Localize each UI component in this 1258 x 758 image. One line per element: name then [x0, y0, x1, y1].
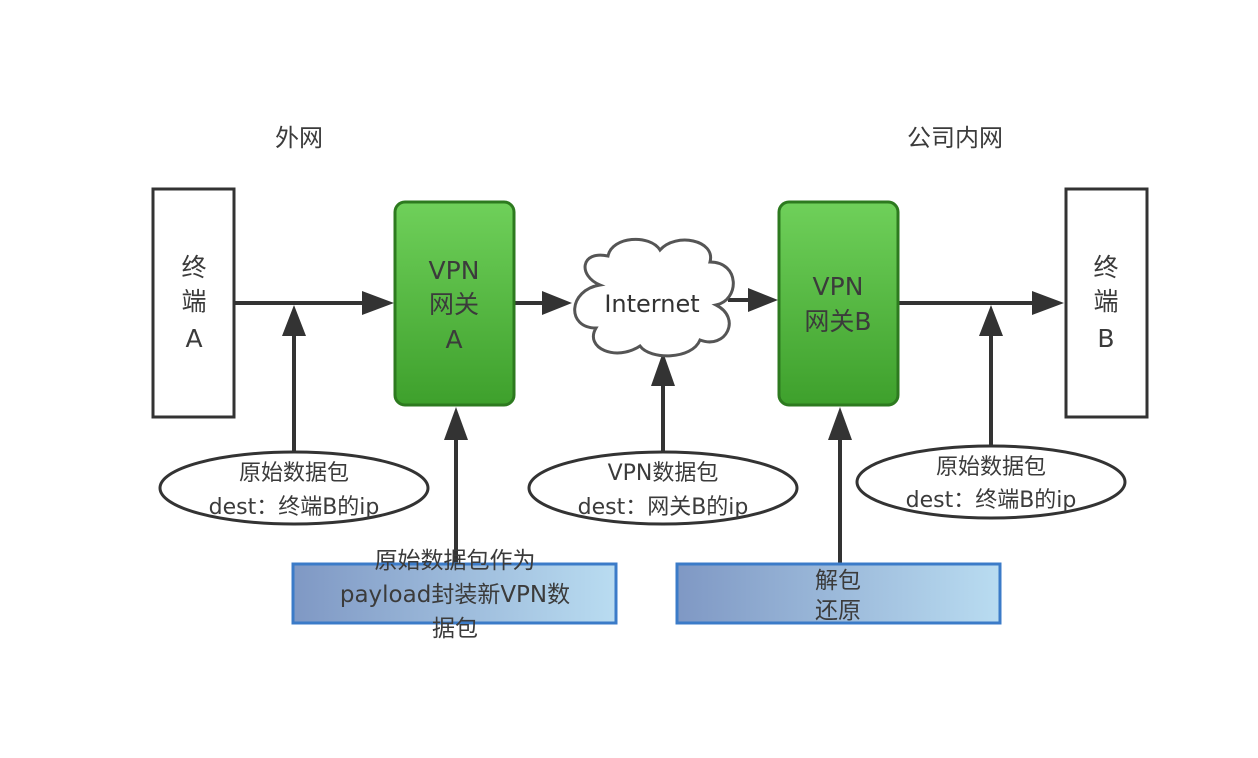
outer-network-label: 外网: [275, 124, 323, 152]
packet-vpn-dest: dest：网关B的ip: [578, 495, 749, 520]
gateway-b-line-2: 网关B: [804, 307, 871, 336]
packet-vpn-title: VPN数据包: [608, 461, 719, 486]
vpn-gateway-b: VPN 网关B: [777, 200, 900, 407]
inner-network-label: 公司内网: [907, 124, 1003, 152]
terminal-a-line-2: 端: [181, 287, 206, 316]
note-encapsulate-line-2: payload封装新VPN数: [340, 582, 570, 608]
cloud-icon: [573, 237, 735, 358]
packet-original-left: 原始数据包 dest：终端B的ip: [158, 450, 430, 526]
gateway-a-line-1: VPN: [429, 256, 480, 285]
packet-original-left-dest: dest：终端B的ip: [209, 495, 380, 520]
pointer-original-right-head: [979, 305, 1003, 336]
packet-original-right-title: 原始数据包: [936, 455, 1046, 480]
terminal-b-line-2: 端: [1093, 287, 1118, 316]
gateway-a-line-2: 网关: [429, 290, 479, 319]
gateway-b-line-1: VPN: [813, 272, 864, 301]
arrowhead-terminal-b: [1032, 291, 1064, 315]
packet-original-left-title: 原始数据包: [239, 461, 349, 486]
terminal-a: 终 端 A: [151, 187, 236, 419]
arrowhead-gateway-a: [362, 291, 394, 315]
internet-label: Internet: [604, 290, 699, 318]
note-decapsulate: 解包 还原: [675, 562, 1002, 625]
arrowhead-gateway-b: [748, 288, 778, 312]
pointer-encapsulate-head: [444, 407, 468, 440]
terminal-a-line-3: A: [185, 324, 202, 353]
terminal-a-line-1: 终: [181, 253, 206, 282]
gateway-a-line-3: A: [445, 325, 462, 354]
vpn-gateway-a: VPN 网关 A: [393, 200, 516, 407]
note-encapsulate-line-1: 原始数据包作为: [375, 548, 536, 574]
terminal-b-line-3: B: [1097, 324, 1114, 353]
packet-original-right-dest: dest：终端B的ip: [906, 488, 1077, 513]
note-decapsulate-line-2: 还原: [815, 598, 861, 624]
note-encapsulate: 原始数据包作为 payload封装新VPN数 据包: [291, 548, 618, 642]
packet-vpn: VPN数据包 dest：网关B的ip: [527, 450, 799, 526]
packet-original-right: 原始数据包 dest：终端B的ip: [855, 444, 1127, 520]
note-decapsulate-line-1: 解包: [815, 568, 861, 594]
internet-cloud: Internet: [573, 237, 735, 358]
flow-connectors: [234, 288, 1064, 568]
note-encapsulate-line-3: 据包: [432, 616, 478, 642]
pointer-decapsulate-head: [828, 407, 852, 440]
arrowhead-internet: [542, 291, 572, 315]
pointer-vpn-packet-head: [651, 352, 675, 386]
terminal-b-line-1: 终: [1093, 253, 1118, 282]
terminal-b: 终 端 B: [1064, 187, 1149, 419]
pointer-original-left-head: [282, 305, 306, 336]
